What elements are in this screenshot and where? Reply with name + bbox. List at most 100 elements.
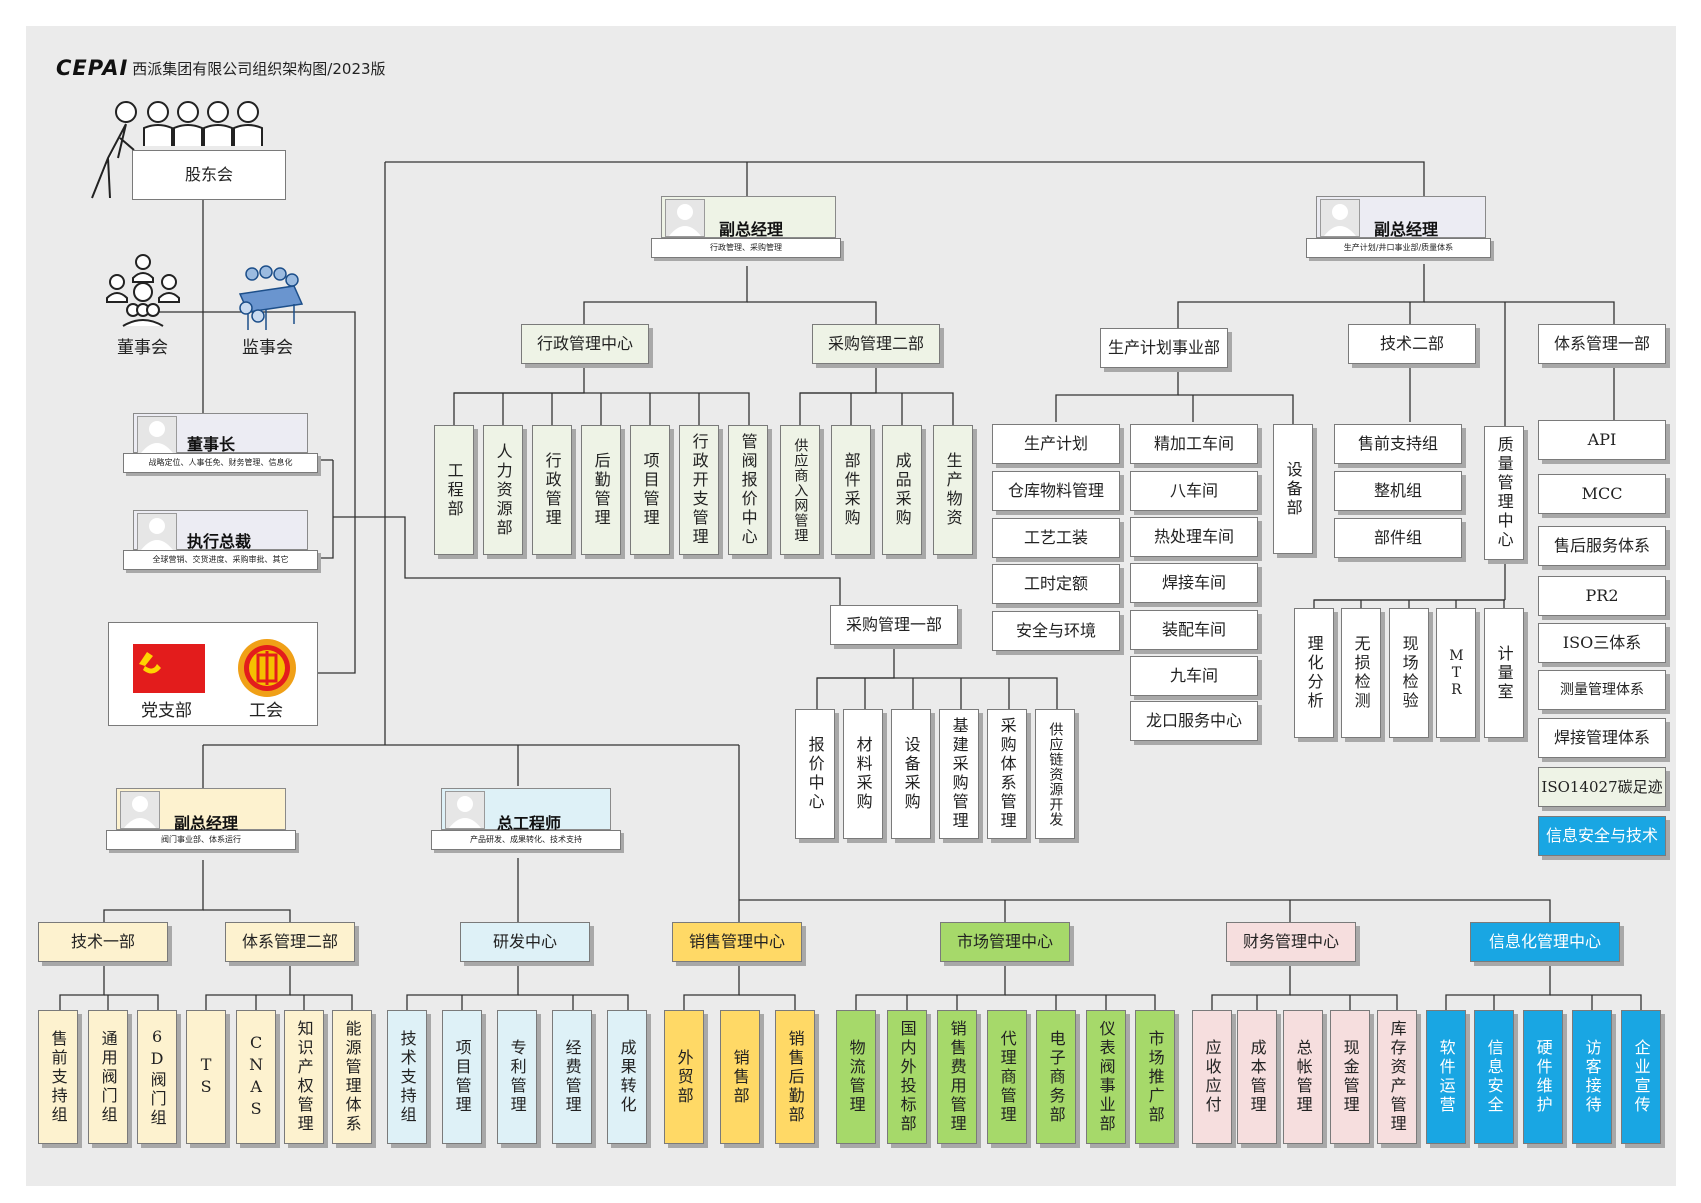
- unit-sys1-6[interactable]: 焊接管理体系: [1538, 718, 1666, 758]
- unit-finance-4[interactable]: 库存资产管理: [1377, 1010, 1417, 1144]
- unit-quality-0[interactable]: 理化分析: [1294, 608, 1334, 738]
- unit-sys1-8[interactable]: 信息安全与技术: [1538, 816, 1666, 856]
- unit-purchase2-0[interactable]: 供应商入网管理: [780, 425, 820, 555]
- unit-purchase1-2[interactable]: 设备采购: [891, 709, 931, 839]
- dept-market-center[interactable]: 市场管理中心: [940, 922, 1070, 962]
- unit-rnd-1[interactable]: 项目管理: [442, 1010, 482, 1144]
- unit-purchase1-1[interactable]: 材料采购: [843, 709, 883, 839]
- unit-market-6[interactable]: 市场推广部: [1135, 1010, 1175, 1144]
- unit-sys1-2[interactable]: 售后服务体系: [1538, 526, 1666, 566]
- unit-admin-5[interactable]: 行政开支管理: [679, 425, 719, 555]
- dept-tech-2[interactable]: 技术二部: [1348, 324, 1476, 364]
- unit-sys2-2[interactable]: 知识产权管理: [284, 1010, 324, 1144]
- unit-tech2-2[interactable]: 部件组: [1334, 518, 1462, 558]
- unit-prod-right-4[interactable]: 装配车间: [1130, 610, 1258, 650]
- unit-purchase2-2[interactable]: 成品采购: [882, 425, 922, 555]
- unit-purchase1-0[interactable]: 报价中心: [795, 709, 835, 839]
- unit-admin-4[interactable]: 项目管理: [630, 425, 670, 555]
- unit-tech1-2[interactable]: 6D阀门组: [137, 1010, 177, 1144]
- unit-market-2[interactable]: 销售费用管理: [937, 1010, 977, 1144]
- unit-sales-0[interactable]: 外贸部: [664, 1010, 704, 1144]
- dept-tech-1[interactable]: 技术一部: [38, 922, 168, 962]
- unit-market-1[interactable]: 国内外投标部: [887, 1010, 927, 1144]
- unit-it-0[interactable]: 软件运营: [1426, 1010, 1466, 1144]
- unit-sys2-3[interactable]: 能源管理体系: [332, 1010, 372, 1144]
- unit-tech1-0[interactable]: 售前支持组: [38, 1010, 78, 1144]
- unit-admin-3[interactable]: 后勤管理: [581, 425, 621, 555]
- unit-purchase2-1[interactable]: 部件采购: [831, 425, 871, 555]
- unit-sys1-7[interactable]: ISO14027碳足迹: [1538, 767, 1666, 807]
- unit-rnd-2[interactable]: 专利管理: [497, 1010, 537, 1144]
- unit-equipment[interactable]: 设备部: [1273, 424, 1313, 554]
- dept-rnd-center[interactable]: 研发中心: [460, 922, 590, 962]
- unit-prod-right-5[interactable]: 九车间: [1130, 656, 1258, 696]
- unit-prod-right-2[interactable]: 热处理车间: [1130, 517, 1258, 557]
- unit-finance-0[interactable]: 应收应付: [1192, 1010, 1232, 1144]
- unit-tech1-1[interactable]: 通用阀门组: [88, 1010, 128, 1144]
- dept-purchase-2[interactable]: 采购管理二部: [812, 324, 940, 364]
- dept-purchase-1[interactable]: 采购管理一部: [830, 605, 958, 645]
- unit-sales-1[interactable]: 销售部: [720, 1010, 760, 1144]
- unit-it-1[interactable]: 信息安全: [1474, 1010, 1514, 1144]
- shareholders-box[interactable]: 股东会: [132, 150, 286, 200]
- dept-quality-center[interactable]: 质量管理中心: [1484, 426, 1524, 560]
- dept-it-center[interactable]: 信息化管理中心: [1470, 922, 1620, 962]
- unit-prod-left-4[interactable]: 安全与环境: [992, 611, 1120, 651]
- unit-purchase1-3[interactable]: 基建采购管理: [939, 709, 979, 839]
- unit-quality-4[interactable]: 计量室: [1484, 608, 1524, 738]
- unit-prod-right-6[interactable]: 龙口服务中心: [1130, 701, 1258, 741]
- unit-admin-6[interactable]: 管阀报价中心: [728, 425, 768, 555]
- unit-prod-left-1[interactable]: 仓库物料管理: [992, 471, 1120, 511]
- unit-tech2-1[interactable]: 整机组: [1334, 471, 1462, 511]
- unit-sys1-1[interactable]: MCC: [1538, 474, 1666, 514]
- unit-sys1-4[interactable]: ISO三体系: [1538, 623, 1666, 663]
- president-card[interactable]: 执行总裁 全球营销、交货进度、采购审批、其它: [123, 510, 328, 570]
- unit-market-0[interactable]: 物流管理: [836, 1010, 876, 1144]
- unit-tech2-0[interactable]: 售前支持组: [1334, 424, 1462, 464]
- unit-market-3[interactable]: 代理商管理: [987, 1010, 1027, 1144]
- unit-purchase1-4[interactable]: 采购体系管理: [987, 709, 1027, 839]
- unit-finance-3[interactable]: 现金管理: [1330, 1010, 1370, 1144]
- dept-finance-center[interactable]: 财务管理中心: [1226, 922, 1356, 962]
- unit-rnd-4[interactable]: 成果转化: [607, 1010, 647, 1144]
- dept-admin-center[interactable]: 行政管理中心: [521, 324, 649, 364]
- unit-admin-0[interactable]: 工程部: [434, 425, 474, 555]
- vp-admin-card[interactable]: 副总经理 行政管理、采购管理: [651, 196, 846, 266]
- dept-sales-center[interactable]: 销售管理中心: [672, 922, 802, 962]
- unit-quality-2[interactable]: 现场检验: [1389, 608, 1429, 738]
- unit-sys1-5[interactable]: 测量管理体系: [1538, 670, 1666, 710]
- unit-prod-left-0[interactable]: 生产计划: [992, 424, 1120, 464]
- unit-prod-right-3[interactable]: 焊接车间: [1130, 563, 1258, 603]
- chief-engineer-card[interactable]: 总工程师 产品研发、成果转化、技术支持: [431, 788, 626, 860]
- unit-sys1-3[interactable]: PR2: [1538, 576, 1666, 616]
- unit-purchase1-5[interactable]: 供应链资源开发: [1035, 709, 1075, 839]
- unit-rnd-3[interactable]: 经费管理: [552, 1010, 592, 1144]
- unit-it-4[interactable]: 企业宣传: [1621, 1010, 1661, 1144]
- unit-sys2-1[interactable]: CNAS: [236, 1010, 276, 1144]
- unit-it-3[interactable]: 访客接待: [1572, 1010, 1612, 1144]
- unit-quality-1[interactable]: 无损检测: [1341, 608, 1381, 738]
- vp-production-card[interactable]: 副总经理 生产计划/井口事业部/质量体系: [1306, 196, 1501, 266]
- unit-market-5[interactable]: 仪表阀事业部: [1086, 1010, 1126, 1144]
- unit-prod-right-0[interactable]: 精加工车间: [1130, 424, 1258, 464]
- vp-valve-card[interactable]: 副总经理 阀门事业部、体系运行: [106, 788, 301, 860]
- unit-quality-3[interactable]: MTR: [1436, 608, 1476, 738]
- dept-system-1[interactable]: 体系管理一部: [1538, 324, 1666, 364]
- unit-sys1-0[interactable]: API: [1538, 420, 1666, 460]
- unit-rnd-0[interactable]: 技术支持组: [387, 1010, 427, 1144]
- unit-sales-2[interactable]: 销售后勤部: [775, 1010, 815, 1144]
- dept-production-planning[interactable]: 生产计划事业部: [1100, 328, 1228, 368]
- unit-finance-1[interactable]: 成本管理: [1237, 1010, 1277, 1144]
- unit-prod-right-1[interactable]: 八车间: [1130, 471, 1258, 511]
- unit-it-2[interactable]: 硬件维护: [1523, 1010, 1563, 1144]
- unit-finance-2[interactable]: 总帐管理: [1283, 1010, 1323, 1144]
- unit-admin-1[interactable]: 人力资源部: [483, 425, 523, 555]
- chairman-card[interactable]: 董事长 战略定位、人事任免、财务管理、信息化: [123, 413, 328, 473]
- dept-system-2[interactable]: 体系管理二部: [225, 922, 355, 962]
- unit-admin-2[interactable]: 行政管理: [532, 425, 572, 555]
- unit-prod-left-2[interactable]: 工艺工装: [992, 518, 1120, 558]
- unit-purchase2-3[interactable]: 生产物资: [933, 425, 973, 555]
- unit-sys2-0[interactable]: TS: [186, 1010, 226, 1144]
- unit-market-4[interactable]: 电子商务部: [1036, 1010, 1076, 1144]
- unit-prod-left-3[interactable]: 工时定额: [992, 564, 1120, 604]
